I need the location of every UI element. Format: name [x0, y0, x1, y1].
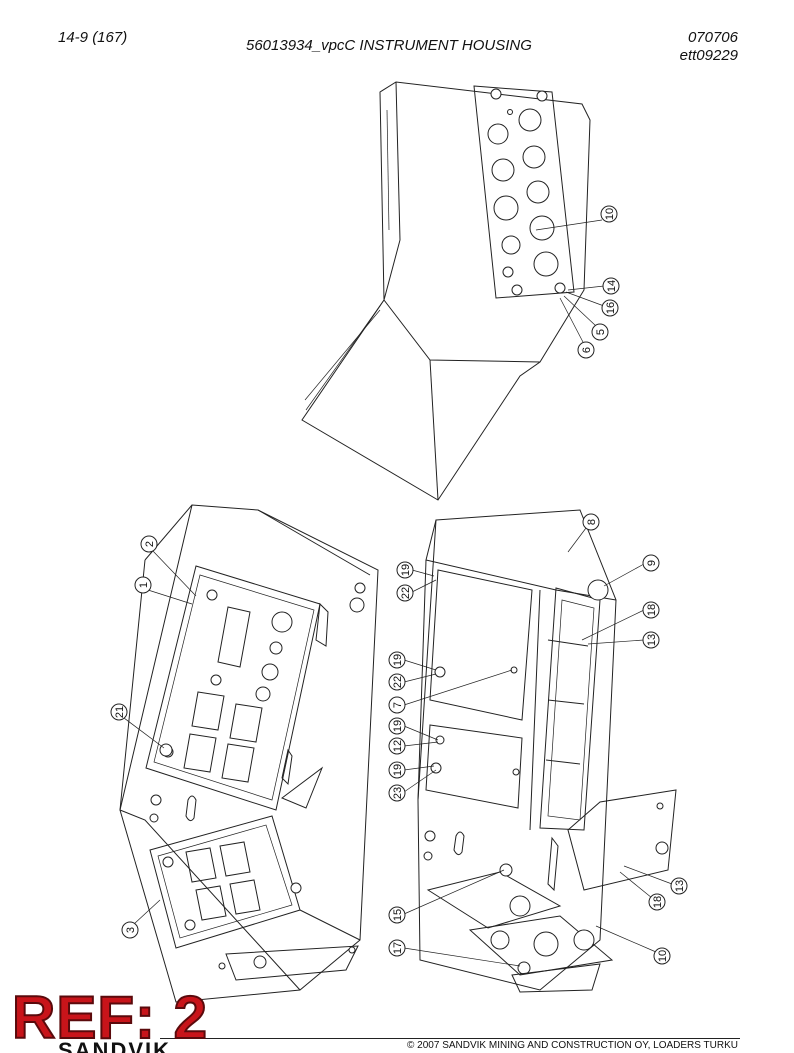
callout-22-b: 22 [388, 673, 437, 691]
page-number: 14-9 (167) [58, 29, 128, 46]
svg-text:8: 8 [586, 519, 598, 525]
left-housing-view [119, 504, 379, 1003]
svg-text:19: 19 [400, 564, 412, 576]
callout-19-a: 19 [396, 561, 435, 579]
svg-text:5: 5 [595, 329, 607, 335]
svg-text:17: 17 [392, 942, 404, 954]
document-title: 56013934_vpcC INSTRUMENT HOUSING [246, 37, 532, 54]
callout-18-top: 18 [581, 601, 660, 641]
callout-23: 23 [388, 769, 437, 802]
callout-3: 3 [121, 899, 161, 939]
callout-1: 1 [134, 576, 193, 605]
door-panel [567, 789, 677, 891]
svg-text:19: 19 [392, 720, 404, 732]
svg-text:22: 22 [392, 676, 404, 688]
svg-text:19: 19 [392, 654, 404, 666]
door-frame [539, 587, 601, 831]
lower-panel [149, 815, 301, 949]
svg-text:18: 18 [652, 896, 664, 908]
callout-8: 8 [567, 513, 600, 553]
svg-text:19: 19 [392, 764, 404, 776]
callout-13-bottom: 13 [623, 865, 688, 895]
brand-logo: SANDVIK [58, 1040, 172, 1053]
svg-text:12: 12 [392, 740, 404, 752]
callout-13-top: 13 [587, 631, 660, 649]
callout-10-bottom: 10 [595, 925, 671, 965]
svg-text:2: 2 [144, 541, 156, 547]
callout-14: 14 [567, 277, 620, 295]
upper-panel [145, 565, 321, 811]
svg-text:14: 14 [606, 280, 618, 292]
document-date: 070706 [687, 29, 738, 46]
svg-text:13: 13 [646, 634, 658, 646]
document-id: ett09229 [679, 47, 738, 64]
callout-19-b: 19 [388, 651, 437, 671]
callout-16: 16 [565, 291, 619, 317]
callout-10-top: 10 [535, 205, 618, 231]
callout-7: 7 [388, 669, 513, 714]
footer-rule [160, 1038, 740, 1039]
svg-text:15: 15 [392, 909, 404, 921]
ref-stamp: REF: 2 [11, 984, 209, 1052]
svg-text:1: 1 [138, 582, 150, 588]
svg-text:10: 10 [604, 208, 616, 220]
callout-5: 5 [563, 295, 609, 341]
callout-18-bottom: 18 [619, 871, 666, 911]
callout-6: 6 [559, 297, 595, 359]
svg-text:13: 13 [674, 880, 686, 892]
svg-text:6: 6 [581, 347, 593, 353]
svg-text:10: 10 [657, 950, 669, 962]
callout-15: 15 [388, 869, 505, 924]
gland-plate [473, 85, 575, 299]
svg-text:7: 7 [392, 702, 404, 708]
svg-text:9: 9 [646, 560, 658, 566]
callout-12: 12 [388, 737, 439, 755]
callout-2: 2 [140, 535, 197, 597]
svg-text:23: 23 [392, 787, 404, 799]
svg-text:22: 22 [400, 587, 412, 599]
callout-19-d: 19 [388, 761, 435, 779]
callout-22-a: 22 [396, 579, 437, 602]
right-housing-view [417, 509, 677, 993]
callout-17: 17 [388, 939, 521, 967]
callout-9: 9 [603, 554, 660, 587]
svg-text:21: 21 [114, 706, 126, 718]
top-housing-view [301, 81, 591, 501]
callout-19-c: 19 [388, 717, 439, 741]
svg-text:18: 18 [646, 604, 658, 616]
callout-21: 21 [110, 703, 165, 749]
svg-text:16: 16 [605, 302, 617, 314]
copyright-notice: © 2007 SANDVIK MINING AND CONSTRUCTION O… [407, 1040, 738, 1051]
callouts: 10 14 16 5 6 2 1 21 3 8 9 18 13 19 22 19… [110, 205, 688, 967]
svg-text:3: 3 [125, 927, 137, 933]
document-reference: 070706 ett09229 [680, 29, 738, 65]
